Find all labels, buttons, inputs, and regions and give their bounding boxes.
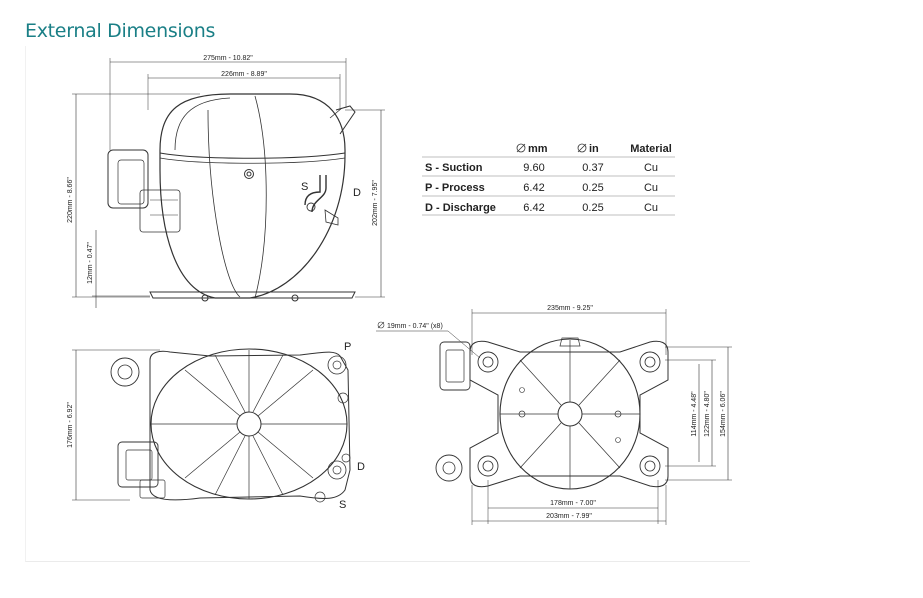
table-row-mm: 6.42	[523, 182, 544, 194]
label-d: D	[357, 461, 365, 473]
label-p: P	[344, 341, 351, 353]
table-row-name: D - Discharge	[425, 202, 496, 214]
table-row-name: P - Process	[425, 182, 485, 194]
dim-203: 203mm - 7.99"	[546, 513, 592, 520]
table-row-in: 0.25	[582, 182, 603, 194]
top-view: 176mm - 6.92"	[67, 341, 365, 511]
dim-total-width: 275mm - 10.82"	[203, 55, 253, 62]
dim-154: 154mm - 6.06"	[720, 391, 727, 437]
table-header-mm: mm	[528, 143, 548, 155]
dim-body-width: 226mm - 8.89"	[221, 71, 267, 78]
dim-connection-height: 202mm - 7.95"	[372, 180, 379, 226]
dim-178: 178mm - 7.00"	[550, 500, 596, 507]
table-row-in: 0.37	[582, 162, 603, 174]
table-header-material: Material	[630, 143, 672, 155]
drawing-panel	[25, 46, 750, 562]
dim-total-length: 235mm - 9.25"	[547, 305, 593, 312]
table-row-material: Cu	[644, 162, 658, 174]
table-row-in: 0.25	[582, 202, 603, 214]
diameter-icon	[516, 143, 526, 153]
label-s: S	[301, 181, 308, 193]
table-row-material: Cu	[644, 182, 658, 194]
dim-122: 122mm - 4.80"	[704, 391, 711, 437]
table-header-in: in	[589, 143, 599, 155]
label-s: S	[339, 499, 346, 511]
table-row-material: Cu	[644, 202, 658, 214]
diameter-icon	[377, 321, 385, 329]
page-title: External Dimensions	[25, 20, 216, 42]
connections-table: mm in Material S - Suction 9.60 0.37 Cu …	[422, 143, 675, 216]
table-row-mm: 9.60	[523, 162, 544, 174]
side-view: 275mm - 10.82" 226mm - 8.89" 220mm - 8.6…	[67, 55, 385, 308]
dim-114: 114mm - 4.48"	[691, 391, 698, 437]
table-row-mm: 6.42	[523, 202, 544, 214]
label-d: D	[353, 187, 361, 199]
dim-total-height: 220mm - 8.66"	[67, 177, 74, 223]
dim-hole: 19mm - 0.74" (x8)	[387, 323, 443, 330]
table-row-name: S - Suction	[425, 162, 483, 174]
base-view: 235mm - 9.25" 19mm - 0.74" (x8) 178mm - …	[376, 305, 732, 525]
dim-base-height: 12mm - 0.47"	[87, 242, 94, 284]
diameter-icon	[577, 143, 587, 153]
dim-depth: 176mm - 6.92"	[67, 402, 74, 448]
